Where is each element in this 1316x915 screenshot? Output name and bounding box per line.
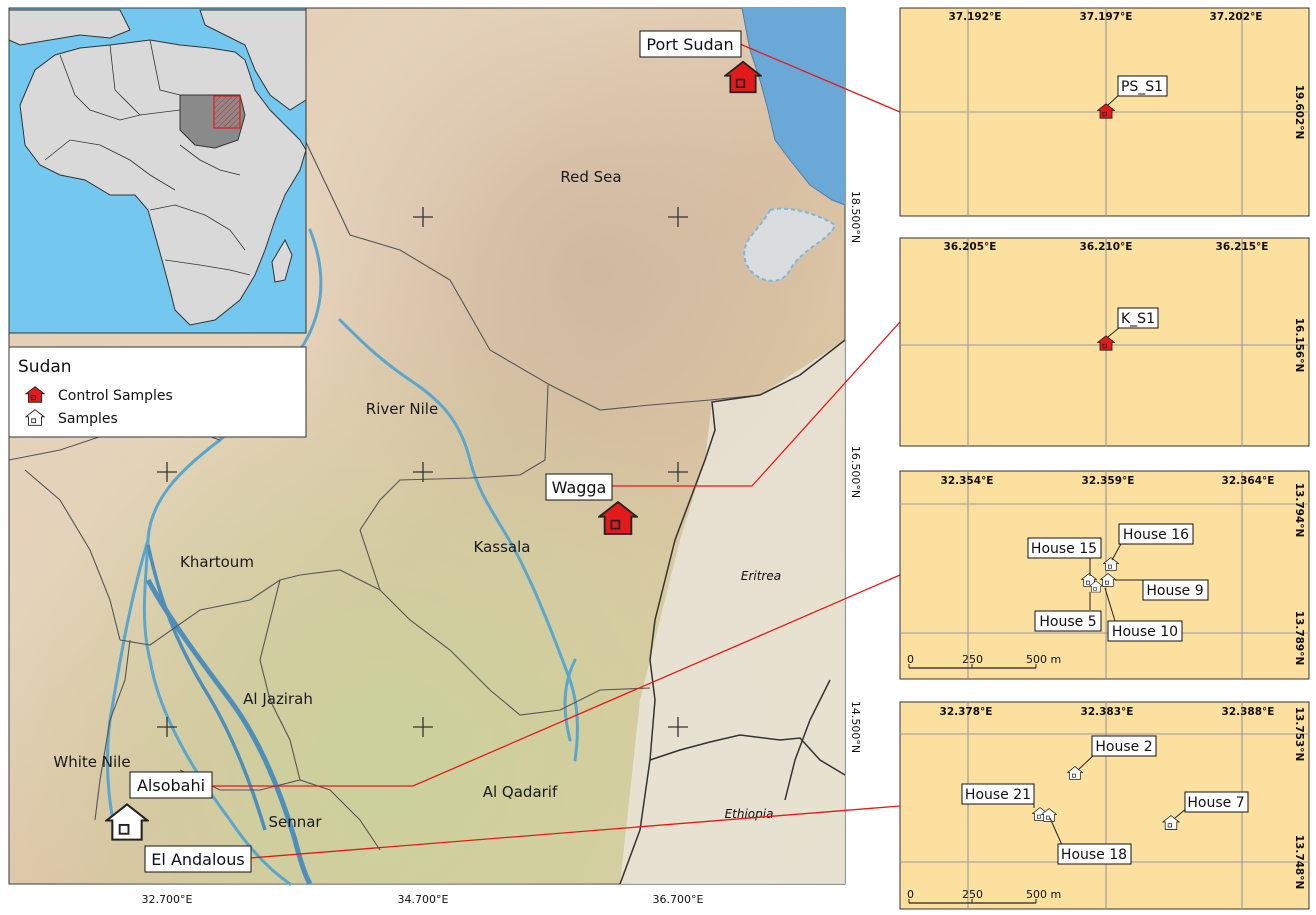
region-label: White Nile [53,753,130,771]
svg-text:16.156°N: 16.156°N [1293,318,1305,373]
point-label: House 18 [1061,847,1127,863]
svg-text:0: 0 [907,888,914,901]
country-boundaries [619,339,846,885]
svg-text:0: 0 [907,653,914,666]
svg-text:19.602°N: 19.602°N [1293,85,1305,140]
region-label: Red Sea [560,168,621,186]
inset-alsobahi: 32.354°E 32.359°E 32.364°E 13.794°N 13.7… [899,470,1310,680]
point-label: House 10 [1112,624,1178,640]
svg-text:36.205°E: 36.205°E [944,241,997,253]
scale-bar: 0 250 500 m [907,653,1061,669]
svg-text:32.354°E: 32.354°E [941,475,994,487]
x-tick-label: 36.700°E [653,893,704,906]
leader-lines [210,43,901,859]
svg-text:500 m: 500 m [1026,653,1061,666]
site-port-sudan-label: Port Sudan [639,30,742,58]
site-el-andalous-label: El Andalous [144,845,252,873]
svg-text:32.378°E: 32.378°E [940,706,993,718]
svg-text:Alsobahi: Alsobahi [137,776,205,795]
legend-title: Sudan [18,357,72,377]
region-label: Al Qadarif [483,783,558,801]
svg-text:32.388°E: 32.388°E [1222,706,1275,718]
inset-port-sudan: 37.192°E 37.197°E 37.202°E 19.602°N PS_S… [899,7,1310,217]
graticule [157,207,688,737]
point-label: House 9 [1146,583,1203,599]
x-tick-label: 34.700°E [398,893,449,906]
svg-text:32.364°E: 32.364°E [1222,475,1275,487]
svg-text:Port Sudan: Port Sudan [646,35,733,54]
inset-wagga: 36.205°E 36.210°E 36.215°E 16.156°N K_S1 [899,237,1310,447]
region-label: Sennar [268,813,322,831]
svg-text:32.383°E: 32.383°E [1081,706,1134,718]
point-label: House 2 [1095,739,1152,755]
y-tick-label: 16.500°N [849,446,862,498]
point-label: House 5 [1039,614,1096,630]
y-tick-label: 14.500°N [849,701,862,753]
point-label: House 16 [1123,527,1189,543]
svg-text:37.202°E: 37.202°E [1210,11,1263,23]
point-label: House 15 [1031,541,1097,557]
region-label: Al Jazirah [243,690,313,708]
site-wagga-label: Wagga [545,473,613,501]
svg-text:37.197°E: 37.197°E [1080,11,1133,23]
region-label: Khartoum [180,553,254,571]
svg-text:250: 250 [962,653,983,666]
svg-text:Wagga: Wagga [552,478,607,497]
region-label: Kassala [474,538,531,556]
point-label: House 21 [965,787,1031,803]
legend-control-label: Control Samples [58,388,173,404]
legend: Sudan Control Samples Samples [8,346,307,438]
svg-text:13.748°N: 13.748°N [1293,835,1305,890]
study-area-extent [213,95,241,129]
point-label: K_S1 [1121,311,1155,327]
country-label: Eritrea [741,569,781,583]
svg-text:El Andalous: El Andalous [151,850,244,869]
svg-text:36.210°E: 36.210°E [1080,241,1133,253]
red-sea-water [742,8,845,205]
point-label: House 7 [1187,795,1244,811]
point-label: PS_S1 [1121,79,1163,95]
locator-map [8,7,307,334]
x-tick-label: 32.700°E [142,893,193,906]
y-tick-label: 18.500°N [849,191,862,243]
scale-bar: 0 250 500 m [907,888,1061,904]
svg-text:500 m: 500 m [1026,888,1061,901]
svg-text:36.215°E: 36.215°E [1216,241,1269,253]
site-alsobahi-label: Alsobahi [129,771,213,799]
svg-text:37.192°E: 37.192°E [949,11,1002,23]
inset-el-andalous: 32.378°E 32.383°E 32.388°E 13.753°N 13.7… [899,701,1310,910]
svg-text:13.753°N: 13.753°N [1293,707,1305,762]
svg-text:250: 250 [962,888,983,901]
svg-text:13.789°N: 13.789°N [1293,611,1305,666]
svg-text:13.794°N: 13.794°N [1293,483,1305,538]
region-label: River Nile [366,400,438,418]
legend-samples-label: Samples [58,411,118,427]
svg-text:32.359°E: 32.359°E [1082,475,1135,487]
